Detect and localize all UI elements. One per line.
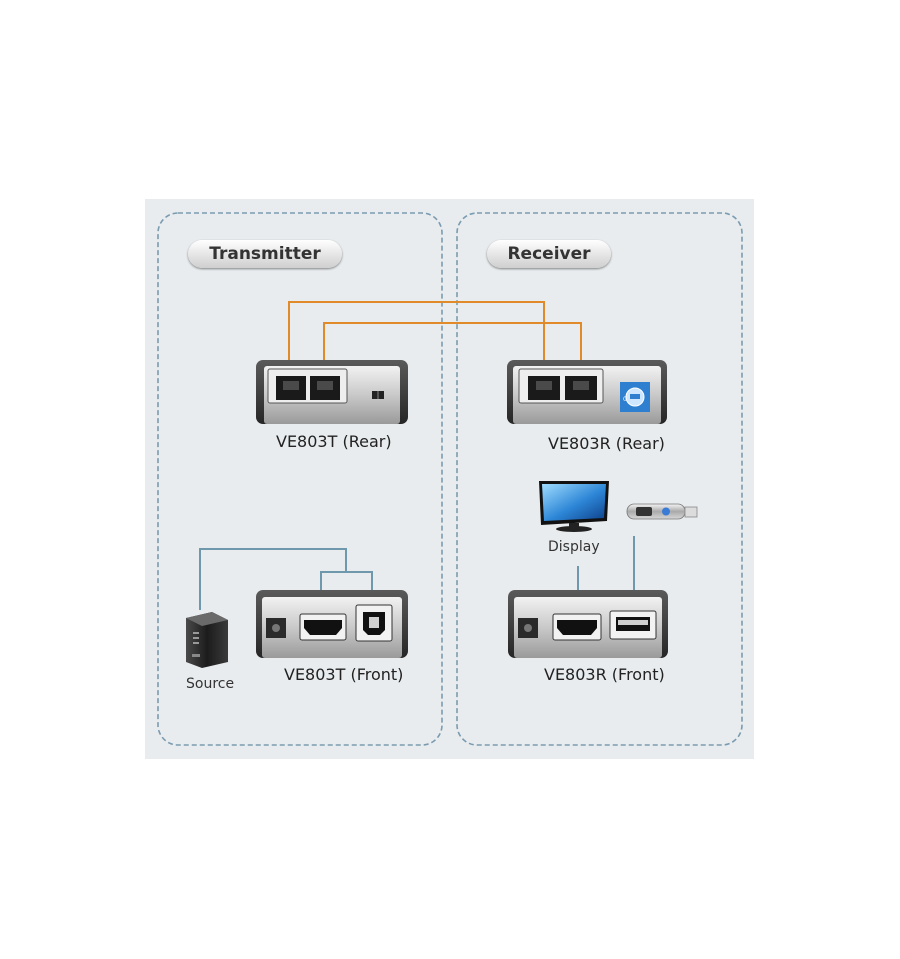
cat5-cable-inner <box>323 322 582 370</box>
source-cables <box>199 548 373 610</box>
cat5-cable-outer <box>288 301 545 370</box>
transmitter-group-frame <box>157 212 443 746</box>
hdmi-port-icon <box>299 613 347 641</box>
display-monitor-icon <box>539 481 609 532</box>
display-label: Display <box>548 539 600 555</box>
source-computer-icon <box>186 612 228 668</box>
rj45-port-icon <box>565 376 597 400</box>
usb-b-port-icon <box>355 604 393 642</box>
ve803r-rear-unit: 0 <box>507 360 667 424</box>
usb-flash-drive-icon <box>626 503 698 520</box>
power-jack-icon <box>266 618 286 638</box>
receiver-heading: Receiver <box>487 240 611 268</box>
ve803t-rear-label: VE803T (Rear) <box>276 432 392 451</box>
svg-text:0: 0 <box>623 396 627 403</box>
usb-a-port-icon <box>609 610 657 640</box>
source-label: Source <box>186 676 235 692</box>
receiver-group-frame <box>456 212 743 746</box>
rj45-port-icon <box>528 376 560 400</box>
ve803t-front-label: VE803T (Front) <box>284 665 404 684</box>
rj45-port-icon <box>310 376 340 400</box>
power-jack-icon <box>518 618 538 638</box>
diagram-background <box>145 199 754 759</box>
ve803r-front-label: VE803R (Front) <box>544 665 665 684</box>
ve803r-front-unit <box>508 590 668 658</box>
rotary-dial-icon: 0 <box>620 382 650 412</box>
cat5-cables <box>288 301 582 370</box>
ve803t-front-unit <box>256 590 408 658</box>
hdmi-port-icon <box>552 613 602 641</box>
transmitter-heading: Transmitter <box>188 240 342 268</box>
rj45-port-icon <box>276 376 306 400</box>
ve803r-rear-label: VE803R (Rear) <box>548 434 665 453</box>
ve803t-rear-unit <box>256 360 408 424</box>
